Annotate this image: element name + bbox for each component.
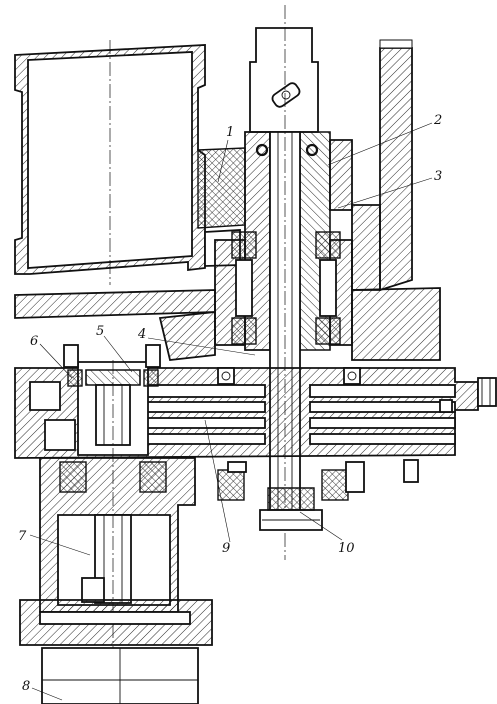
label-1: 1 [226, 125, 234, 140]
upper-bearings [231, 231, 341, 345]
label-4: 4 [137, 327, 146, 342]
drive-motor [41, 647, 199, 704]
shaft-head [249, 27, 319, 133]
part-labels: 1 2 3 4 5 6 7 8 9 10 [18, 113, 442, 694]
label-2: 2 [433, 113, 442, 128]
leader-lines [29, 122, 433, 701]
right-support-plate [379, 39, 413, 292]
shaft-seals [217, 367, 361, 385]
label-3: 3 [434, 169, 442, 184]
label-5: 5 [96, 324, 104, 339]
label-6: 6 [30, 334, 38, 349]
label-8: 8 [22, 679, 30, 694]
cap-screws [63, 344, 453, 483]
bottom-flange [19, 599, 213, 646]
label-10: 10 [338, 541, 355, 556]
lower-shaft-flange [259, 487, 323, 531]
mounting-plate [14, 287, 441, 361]
label-9: 9 [222, 541, 230, 556]
motor-housing [14, 40, 206, 285]
lower-adapter [39, 360, 196, 704]
label-7: 7 [18, 529, 27, 544]
